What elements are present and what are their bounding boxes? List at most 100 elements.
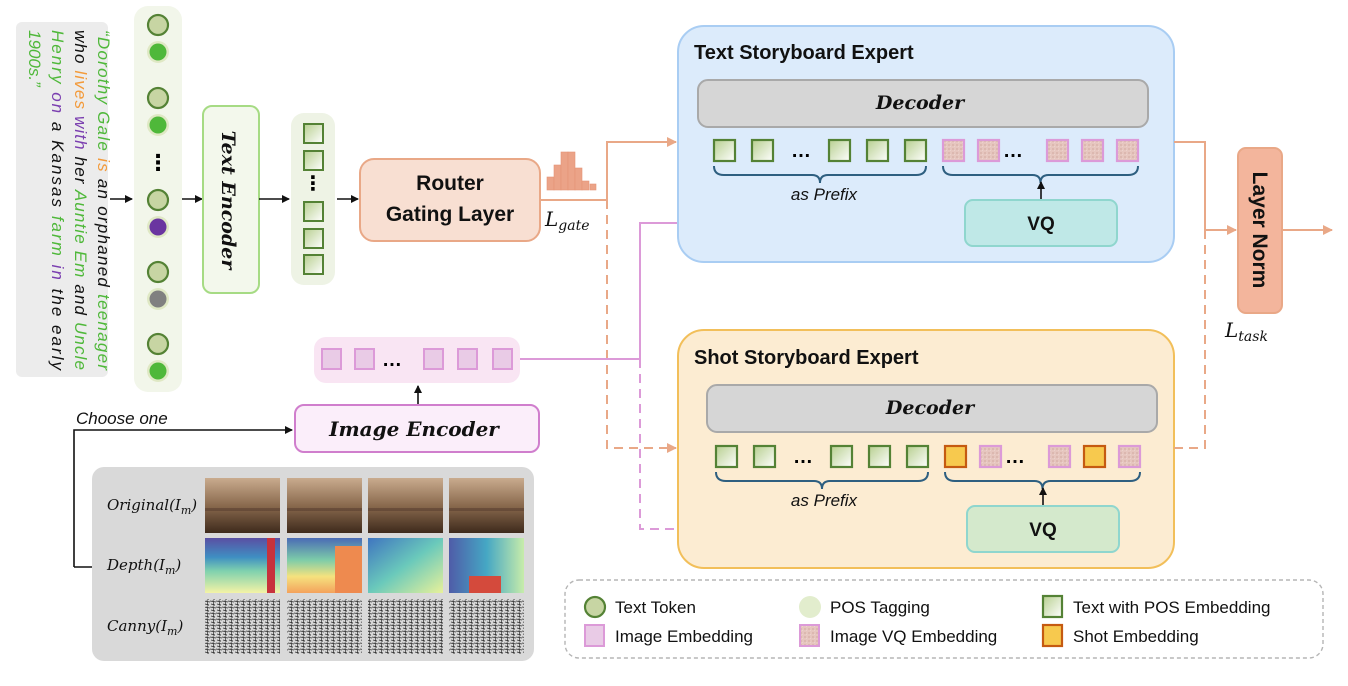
prefix-brace — [715, 471, 929, 490]
image-vq-embedding-square — [976, 138, 1001, 163]
canny-image-thumbnail — [449, 599, 524, 654]
shot-expert-vq-label: VQ — [1029, 520, 1056, 541]
fence-shape — [449, 508, 524, 511]
layer-norm-block: Layer Norm — [1237, 147, 1283, 314]
legend-label: Text Token — [615, 598, 696, 617]
text-token-icon — [583, 595, 607, 619]
sentence-word: lives — [71, 65, 90, 110]
depth-barn-shape — [335, 546, 362, 593]
conditioning-image-grid: Original(Im)Depth(Im)Canny(Im) — [92, 467, 534, 661]
image-row-label: Depth(Im) — [106, 556, 181, 577]
gate-histogram-icon — [546, 151, 597, 191]
shot-storyboard-expert: Shot Storyboard Expert Decoder … … as Pre… — [677, 329, 1175, 569]
sentence-word: Uncle — [71, 316, 90, 370]
gate-loss-label: Lgate — [544, 207, 590, 234]
text-pos-embedding-square — [827, 138, 852, 163]
router-to-shot-expert-dashed-line — [606, 200, 677, 453]
image-vq-embedding-square — [1117, 444, 1142, 469]
sentence-word: Gale — [94, 105, 113, 151]
shot-embedding-square — [943, 444, 968, 469]
text-expert-decoder — [697, 79, 1149, 128]
image-vq-embedding-square — [941, 138, 966, 163]
shot-expert-title: Shot Storyboard Expert — [694, 347, 919, 369]
pos-tag-circle — [149, 218, 167, 236]
token-ellipsis: ⋮ — [147, 150, 169, 175]
choose-one-arrow — [73, 426, 293, 567]
layer-norm-label: Layer Norm — [1248, 172, 1271, 289]
depth-box-shape — [469, 576, 501, 593]
fence-shape — [205, 508, 280, 511]
legend: Text Token POS Tagging Text with POS Embed… — [564, 579, 1324, 659]
sentence-word: with — [71, 110, 90, 150]
pos-tagging-icon — [799, 596, 821, 618]
token-ellipsis: … — [1003, 140, 1023, 162]
text-pos-embedding-square — [867, 444, 892, 469]
fence-shape — [287, 508, 362, 511]
sentence-word: Em — [71, 245, 90, 278]
sentence-word: Kansas — [48, 133, 67, 207]
shot-expert-decoder-label: Decoder — [885, 397, 976, 419]
text-embedding-column: ⋮ — [291, 113, 335, 285]
canny-image-thumbnail — [205, 599, 280, 654]
image-embedding-square — [321, 348, 342, 370]
text-encoder-label: Text Encoder — [217, 131, 239, 272]
shot-expert-decoder — [706, 384, 1158, 433]
text-pos-embedding-square — [829, 444, 854, 469]
legend-item-pos-tagging: POS Tagging — [799, 596, 930, 618]
text-expert-vq-label: VQ — [1027, 214, 1054, 235]
shot-embedding-icon — [1041, 623, 1064, 648]
image-embedding-ellipsis: … — [382, 349, 402, 371]
sentence-word: an — [94, 173, 113, 199]
image-embedding-icon — [584, 624, 605, 647]
sentence-line: “Dorothy Gale is an orphaned teenager — [94, 30, 113, 371]
text-pos-embedding-square — [712, 138, 737, 163]
fence-shape — [368, 508, 443, 511]
text-token-circle — [146, 332, 170, 356]
text-token-circle — [146, 86, 170, 110]
shot-expert-prefix-label: as Prefix — [791, 491, 858, 510]
embedding-ellipsis: ⋮ — [303, 173, 323, 195]
legend-item-text-token: Text Token — [583, 595, 696, 619]
depth-tree-shape — [267, 538, 275, 593]
text-pos-embedding-square — [905, 444, 930, 469]
router-label-line1: Router — [416, 172, 484, 195]
image-vq-embedding-square — [1115, 138, 1140, 163]
sentence-word: Henry — [48, 30, 67, 85]
image-embedding-row: … — [314, 337, 520, 383]
sentence-line: 1900s.” — [25, 30, 44, 88]
input-sentence-panel: “Dorothy Gale is an orphaned teenagerwho… — [16, 22, 113, 377]
router-to-text-expert-line — [540, 137, 677, 201]
sentence-word: a — [48, 115, 67, 131]
text-pos-embedding-square — [750, 138, 775, 163]
token-ellipsis: … — [1005, 446, 1025, 468]
sentence-word: her — [71, 151, 90, 185]
text-pos-embedding-square — [752, 444, 777, 469]
text-expert-to-layernorm-line — [1174, 141, 1237, 235]
sentence-word: early — [48, 318, 67, 371]
sentence-word: teenager — [94, 288, 113, 371]
legend-item-text-pos-embedding: Text with POS Embedding — [1041, 594, 1270, 619]
image-embedding-square — [457, 348, 478, 370]
canny-image-thumbnail — [287, 599, 362, 654]
sentence-word: who — [71, 30, 90, 63]
sentence-word: the — [48, 282, 67, 316]
router-label-line2: Gating Layer — [386, 203, 514, 226]
image-embedding-square — [354, 348, 375, 370]
text-pos-embedding-square — [303, 201, 324, 222]
image-row-label: Canny(Im) — [107, 617, 183, 638]
task-loss-label: Ltask — [1224, 318, 1268, 345]
legend-label: POS Tagging — [830, 598, 930, 617]
sentence-line: who lives with her Auntie Em and Uncle — [71, 30, 90, 370]
token-ellipsis: … — [793, 446, 813, 468]
depth-image-thumbnail — [368, 538, 443, 593]
shot-expert-to-layernorm-dashed-line — [1174, 230, 1206, 449]
choose-one-label: Choose one — [76, 409, 168, 428]
original-image-thumbnail — [449, 478, 524, 533]
text-pos-embedding-square — [303, 228, 324, 249]
legend-label: Text with POS Embedding — [1073, 598, 1270, 617]
legend-label: Shot Embedding — [1073, 627, 1199, 646]
sentence-word: orphaned — [94, 200, 113, 287]
text-encoder-block: Text Encoder — [202, 105, 260, 294]
text-token-circle — [146, 13, 170, 37]
text-pos-embedding-square — [303, 123, 324, 144]
